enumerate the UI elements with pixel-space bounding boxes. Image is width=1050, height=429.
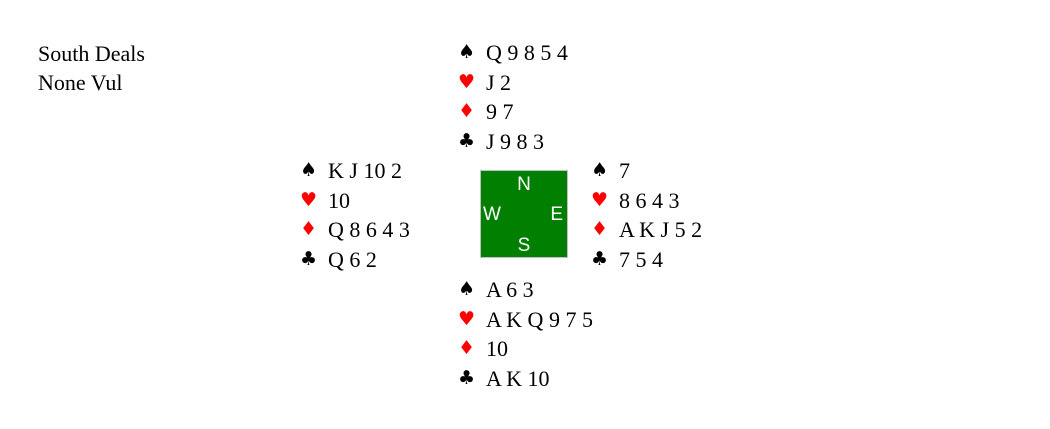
north-hearts: J 2	[486, 69, 512, 95]
compass-north-label: N	[517, 174, 531, 195]
east-hearts: 8 6 4 3	[619, 187, 680, 213]
heart-icon: ♥	[458, 70, 476, 93]
heart-icon: ♥	[591, 188, 609, 211]
south-spades: A 6 3	[486, 277, 534, 302]
compass-south-label: S	[517, 235, 531, 256]
spade-icon: ♠	[458, 278, 476, 300]
south-spades-row: ♠ A 6 3	[458, 275, 593, 305]
north-clubs: J 9 8 3	[486, 128, 545, 154]
north-diamonds-row: ♦ 9 7	[458, 97, 568, 127]
east-spades: 7	[619, 158, 630, 183]
east-spades-row: ♠ 7	[591, 156, 702, 186]
east-diamonds: A K J 5 2	[619, 217, 703, 242]
north-spades-row: ♠ Q 9 8 5 4	[458, 38, 568, 68]
north-clubs-row: ♣ J 9 8 3	[458, 127, 568, 157]
diamond-icon: ♦	[458, 337, 476, 359]
vulnerability-label: None Vul	[38, 70, 123, 95]
south-hand: ♠ A 6 3 ♥ A K Q 9 7 5 ♦ 10 ♣ A K 10	[458, 275, 593, 393]
south-hearts: A K Q 9 7 5	[486, 306, 593, 332]
east-diamonds-row: ♦ A K J 5 2	[591, 215, 702, 245]
west-clubs-row: ♣ Q 6 2	[300, 245, 410, 275]
club-icon: ♣	[458, 366, 476, 389]
south-diamonds-row: ♦ 10	[458, 334, 593, 364]
club-icon: ♣	[300, 247, 318, 270]
east-clubs: 7 5 4	[619, 246, 663, 272]
spade-icon: ♠	[300, 159, 318, 181]
diamond-icon: ♦	[591, 218, 609, 240]
south-hearts-row: ♥ A K Q 9 7 5	[458, 305, 593, 335]
south-diamonds: 10	[486, 336, 508, 361]
east-clubs-row: ♣ 7 5 4	[591, 245, 702, 275]
west-diamonds-row: ♦ Q 8 6 4 3	[300, 215, 410, 245]
north-diamonds: 9 7	[486, 99, 514, 124]
compass-table: N W E S	[480, 170, 568, 258]
diamond-icon: ♦	[300, 218, 318, 240]
east-hand: ♠ 7 ♥ 8 6 4 3 ♦ A K J 5 2 ♣ 7 5 4	[591, 156, 702, 274]
north-spades: Q 9 8 5 4	[486, 40, 568, 65]
club-icon: ♣	[591, 247, 609, 270]
west-hearts-row: ♥ 10	[300, 186, 410, 216]
west-clubs: Q 6 2	[328, 246, 377, 272]
west-hearts: 10	[328, 187, 350, 213]
south-clubs-row: ♣ A K 10	[458, 364, 593, 394]
north-hand: ♠ Q 9 8 5 4 ♥ J 2 ♦ 9 7 ♣ J 9 8 3	[458, 38, 568, 156]
east-hearts-row: ♥ 8 6 4 3	[591, 186, 702, 216]
diamond-icon: ♦	[458, 100, 476, 122]
west-hand: ♠ K J 10 2 ♥ 10 ♦ Q 8 6 4 3 ♣ Q 6 2	[300, 156, 410, 274]
heart-icon: ♥	[300, 188, 318, 211]
dealer-label: South Deals	[38, 41, 145, 66]
deal-info: South Deals None Vul	[38, 39, 145, 97]
heart-icon: ♥	[458, 307, 476, 330]
spade-icon: ♠	[458, 41, 476, 63]
club-icon: ♣	[458, 129, 476, 152]
south-clubs: A K 10	[486, 365, 550, 391]
compass-east-label: E	[550, 204, 563, 225]
west-diamonds: Q 8 6 4 3	[328, 217, 410, 242]
west-spades-row: ♠ K J 10 2	[300, 156, 410, 186]
spade-icon: ♠	[591, 159, 609, 181]
west-spades: K J 10 2	[328, 158, 402, 183]
compass-west-label: W	[483, 204, 501, 225]
north-hearts-row: ♥ J 2	[458, 68, 568, 98]
